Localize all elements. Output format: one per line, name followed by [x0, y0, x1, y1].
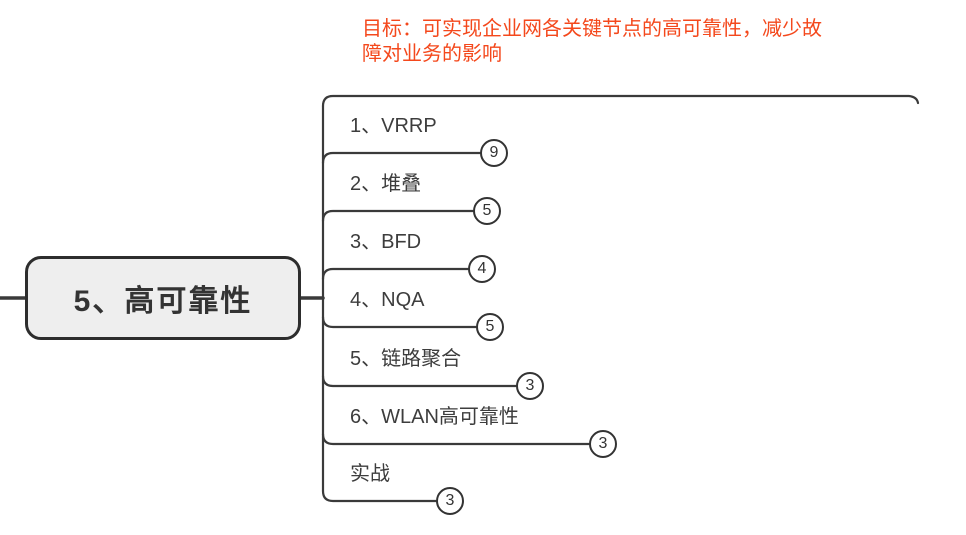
collapse-badge-nqa[interactable]: 5	[476, 313, 504, 341]
goal-note-underline	[321, 94, 920, 108]
main-topic-node[interactable]: 5、高可靠性	[25, 256, 301, 340]
main-topic-label: 5、高可靠性	[73, 285, 253, 318]
branch-underline-duidie	[321, 209, 475, 223]
collapse-badge-vrrp[interactable]: 9	[480, 139, 508, 167]
collapse-badge-linkagg[interactable]: 3	[516, 372, 544, 400]
branch-topic-nqa[interactable]: 4、NQA	[350, 289, 425, 311]
branch-underline-wlan	[321, 432, 591, 446]
branch-topic-bfd[interactable]: 3、BFD	[350, 231, 422, 253]
collapse-badge-wlan[interactable]: 3	[589, 430, 617, 458]
collapse-badge-bfd[interactable]: 4	[468, 255, 496, 283]
branch-topic-vrrp[interactable]: 1、VRRP	[350, 115, 437, 137]
branch-topic-shizhan[interactable]: 实战	[350, 463, 390, 485]
collapse-badge-shizhan[interactable]: 3	[436, 487, 464, 515]
branch-underline-vrrp	[321, 151, 482, 165]
branch-topic-duidie[interactable]: 2、堆叠	[350, 173, 422, 195]
collapse-badge-duidie[interactable]: 5	[473, 197, 501, 225]
branch-underline-shizhan	[321, 489, 438, 503]
branch-underline-nqa	[321, 315, 478, 329]
branch-underline-bfd	[321, 267, 470, 281]
goal-note-topic[interactable]: 目标：可实现企业网各关键节点的高可靠性，减少故障对业务的影响	[362, 18, 822, 65]
branch-topic-wlan[interactable]: 6、WLAN高可靠性	[350, 406, 519, 428]
branch-underline-linkagg	[321, 374, 518, 388]
branch-topic-linkagg[interactable]: 5、链路聚合	[350, 348, 462, 370]
